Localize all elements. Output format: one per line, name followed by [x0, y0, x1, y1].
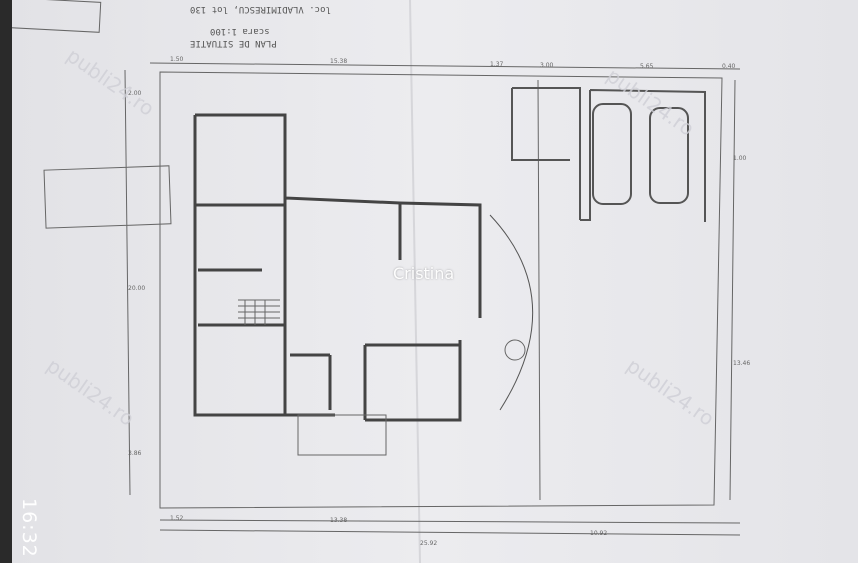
dim-top-3: 3.00: [540, 62, 554, 69]
dim-top-1: 15.38: [330, 58, 347, 65]
dim-top-0: 1.50: [170, 56, 184, 63]
author-watermark: Cristina: [393, 264, 455, 283]
plan-scale: scara 1:100: [210, 26, 270, 36]
dim-bottom-3: 10.92: [590, 530, 607, 537]
dim-bottom-1: 13.38: [330, 517, 347, 524]
dim-right-1: 13.46: [733, 360, 750, 367]
dim-left-2: 3.86: [128, 450, 142, 457]
dim-top-2: 1.37: [490, 61, 504, 68]
dim-bottom-0: 1.52: [170, 515, 184, 522]
plan-title: PLAN DE SITUATIE: [190, 38, 277, 48]
garage: [511, 87, 706, 222]
dim-right-0: 1.00: [733, 155, 747, 162]
dim-bottom-2: 25.92: [420, 540, 437, 547]
stamp-box: [43, 165, 172, 229]
dim-left-1: 20.00: [128, 285, 145, 292]
dim-top-4: 5.65: [640, 63, 654, 70]
dim-left-0: 2.00: [128, 90, 142, 97]
house-outline: [193, 113, 482, 422]
plan-location: loc. VLADIMIRESCU, lot 130: [190, 4, 331, 14]
lot-boundary: [159, 71, 723, 509]
screen-edge: [0, 0, 12, 563]
dim-top-5: 0.40: [722, 63, 736, 70]
status-time: 16:32: [18, 498, 40, 558]
